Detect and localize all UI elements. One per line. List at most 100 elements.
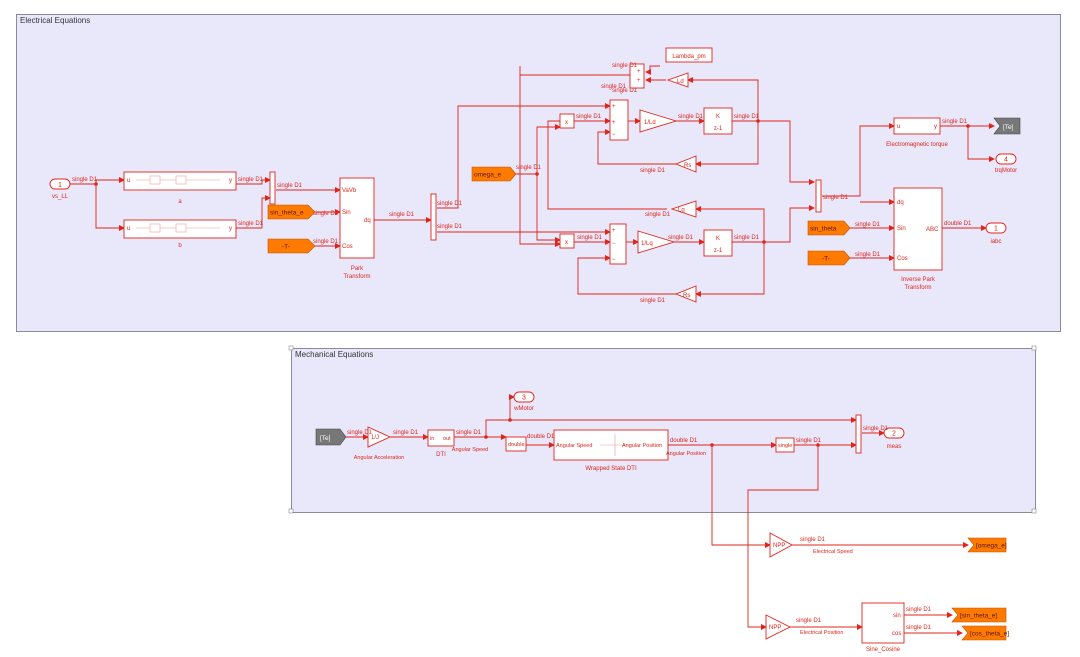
goto-cos-theta-e[interactable] <box>961 625 1007 641</box>
filter-a-in: u <box>127 178 130 184</box>
signal-label: single D1 <box>238 221 264 227</box>
ld-gain-text: Ld <box>677 79 684 85</box>
rs-gain-top[interactable] <box>674 155 697 173</box>
integrator-d-block[interactable] <box>703 107 733 135</box>
signal-label: single D1 <box>640 298 666 304</box>
sum-sign: − <box>612 241 616 247</box>
outport-trqmotor[interactable] <box>995 153 1017 165</box>
meas-mux[interactable] <box>855 414 862 454</box>
sine-cosine-sin-port: sin <box>893 613 901 619</box>
sum-sign: + <box>612 120 616 126</box>
outport-iabc-label: iabc <box>990 239 1001 245</box>
integrator-q-block[interactable] <box>703 229 733 257</box>
tag-cos-inv-text: -T- <box>822 256 830 263</box>
goto-omega-e[interactable] <box>967 537 1007 553</box>
wrapped-in-port: Angular Speed <box>556 443 592 449</box>
orange-tags <box>267 117 1021 641</box>
tag-sin-goto-text: [sin_theta_e] <box>960 613 997 620</box>
electromagnetic-torque-block[interactable] <box>893 117 941 135</box>
from-omega-e[interactable] <box>471 166 517 182</box>
outport-meas[interactable] <box>883 427 905 439</box>
park-port-vavb: VaVb <box>342 188 357 194</box>
electrical-equations-title: Electrical Equations <box>20 16 91 25</box>
signal-label: single D1 <box>576 114 602 120</box>
signal-label: single D1 <box>823 195 849 201</box>
signal-label: single D1 <box>437 201 463 207</box>
integrator-q-z: z-1 <box>714 248 723 254</box>
outport-meas-label: meas <box>887 444 902 450</box>
goto-te[interactable] <box>993 117 1021 135</box>
inv-park-port-abc: ABC <box>926 227 939 233</box>
tag-sin-theta-text: sin_theta <box>810 226 837 233</box>
goto-sin-theta-e[interactable] <box>951 607 1007 623</box>
sum-q-block[interactable] <box>609 223 627 265</box>
selection-handles <box>288 345 1037 514</box>
inverse-park-transform-block[interactable] <box>893 187 943 271</box>
inv-park-port-sin: Sin <box>897 226 906 232</box>
filter-b-out: y <box>229 226 232 232</box>
signal-label-double: double D1 <box>527 434 555 440</box>
wrapped-state-internal-graphics <box>600 434 630 456</box>
from-sin-theta[interactable] <box>807 220 851 236</box>
inv-lq-text: 1/Lq <box>641 241 653 247</box>
single-convert-block[interactable] <box>775 437 795 453</box>
outport-iabc[interactable] <box>985 222 1007 234</box>
signal-label: single D1 <box>389 212 415 218</box>
lambda-pm-text: Lambda_pm <box>672 54 705 60</box>
inv-j-gain[interactable] <box>367 426 392 448</box>
signal-label-double: double D1 <box>944 221 972 227</box>
constant-cos-tag[interactable] <box>267 238 316 254</box>
dti-block[interactable] <box>427 429 455 447</box>
angular-position-label: Angular Position <box>666 451 706 457</box>
signal-label: single D1 <box>796 618 822 624</box>
filter-internal-graphics <box>136 175 220 233</box>
signal-label-double: double D1 <box>670 438 698 444</box>
signal-label: single D1 <box>277 183 303 189</box>
outport-trq-number: 4 <box>1004 157 1008 164</box>
dti-in: in <box>430 436 434 442</box>
outport-iabc-number: 1 <box>994 226 998 233</box>
double-convert-block[interactable] <box>505 436 527 452</box>
park-transform-block[interactable] <box>339 177 375 259</box>
sum-d-block[interactable] <box>609 99 629 141</box>
input-mux[interactable] <box>269 171 276 205</box>
diagram-text: sin_theta_e -T- omega_e sin_theta -T- [T… <box>72 54 1017 653</box>
multiply-d-block[interactable] <box>559 113 575 129</box>
filter-b-in: u <box>127 226 130 232</box>
outport-trq-label: trqMotor <box>995 168 1017 174</box>
multiply-q-block[interactable] <box>559 233 575 249</box>
dq-demux[interactable] <box>430 193 437 241</box>
rs-gain-bottom[interactable] <box>674 285 697 303</box>
signal-label: single D1 <box>855 222 881 228</box>
inv-park-label-1: Inverse Park <box>901 277 936 283</box>
from-sin-theta-e[interactable] <box>267 204 316 220</box>
from-te[interactable] <box>315 428 347 446</box>
integrator-q-k: K <box>716 236 720 242</box>
sine-cosine-label: Sine_Cosine <box>866 647 901 653</box>
lambda-pm-constant[interactable] <box>665 47 713 63</box>
signal-label: single D1 <box>678 114 704 120</box>
sine-cosine-block[interactable] <box>861 602 905 644</box>
flux-sum-block[interactable] <box>629 63 645 89</box>
signal-label: single D1 <box>313 239 339 245</box>
inv-j-text: 1/J <box>371 435 379 441</box>
signal-label: single D1 <box>855 252 881 258</box>
inv-lq-gain[interactable] <box>637 230 676 254</box>
filter-b-label: b <box>178 243 182 249</box>
inport-vs-ll[interactable] <box>49 178 71 190</box>
electrical-speed-label: Electrical Speed <box>813 549 853 555</box>
outport-wmotor[interactable] <box>513 391 535 403</box>
integrator-d-z: z-1 <box>714 126 723 132</box>
lq-gain[interactable] <box>670 200 697 218</box>
npp-position-gain[interactable] <box>765 614 792 640</box>
inv-park-port-dq: dq <box>897 200 904 206</box>
dq-mux[interactable] <box>815 179 822 213</box>
constant-cos-inv-tag[interactable] <box>807 250 851 266</box>
inv-ld-gain[interactable] <box>639 109 678 133</box>
lq-gain-text: Lq <box>678 208 685 214</box>
tag-cos-text: -T- <box>282 244 290 251</box>
npp-speed-gain[interactable] <box>769 532 793 558</box>
ld-gain[interactable] <box>666 72 689 88</box>
npp-position-text: NPP <box>769 625 781 631</box>
